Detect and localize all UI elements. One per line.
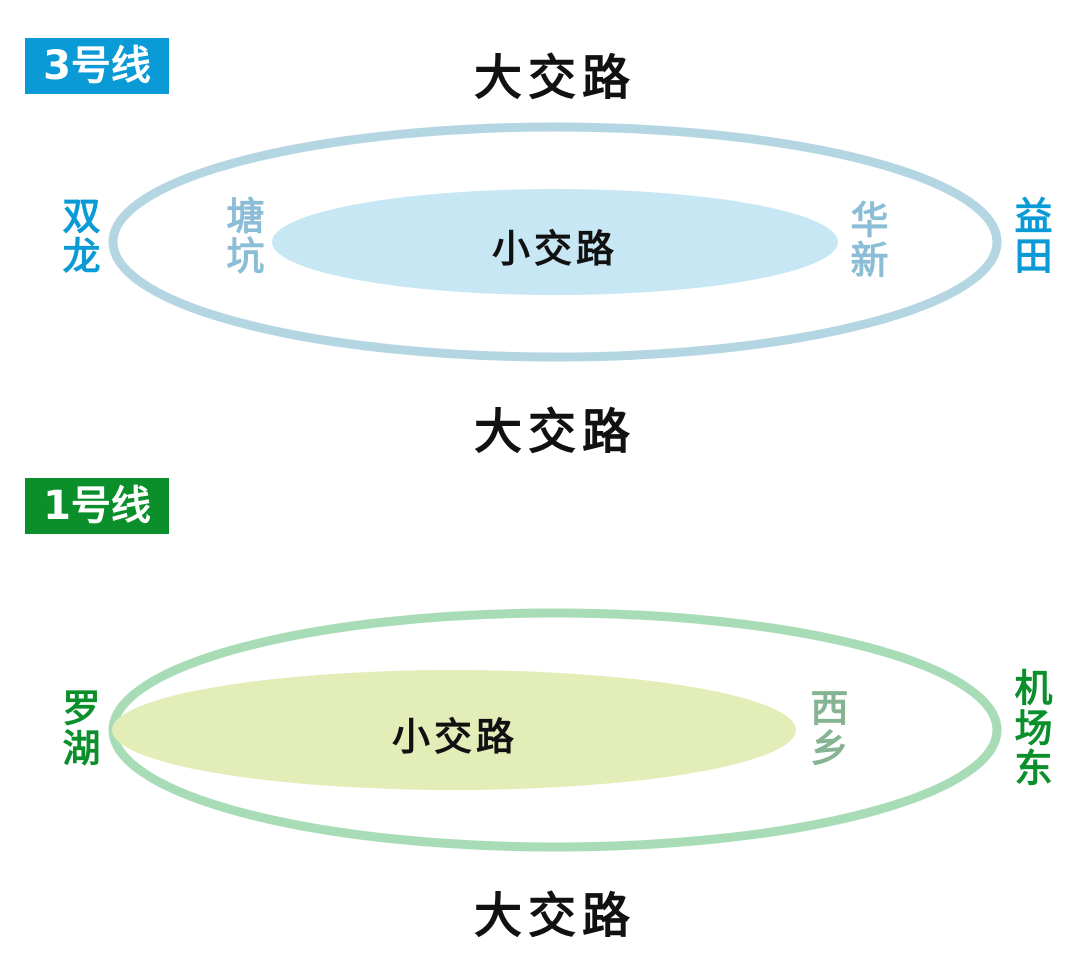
line3-station-huaxin: 华新 — [844, 200, 888, 280]
line3-station-tangkeng: 塘坑 — [220, 196, 264, 276]
line3-inner-route-label: 小交路 — [491, 227, 618, 271]
line1-station-xixiang: 西乡 — [804, 688, 848, 768]
line1-station-jichangdong: 机场东 — [1008, 668, 1052, 788]
line1-station-luohu: 罗湖 — [56, 688, 100, 768]
line1-inner-route-label: 小交路 — [391, 715, 518, 759]
line3-station-yitian: 益田 — [1008, 196, 1052, 276]
line1-short-route-area — [112, 670, 796, 790]
line1-bottom-route-label: 大交路 — [473, 888, 636, 944]
line3-short-route-area — [272, 189, 838, 295]
line3-full-route-ring — [108, 122, 1002, 362]
line3-bottom-route-label: 大交路 — [473, 404, 636, 460]
line3-top-route-label: 大交路 — [473, 50, 636, 106]
line3-badge: 3号线 — [25, 38, 169, 94]
line1-badge: 1号线 — [25, 478, 169, 534]
line3-station-shuanglong: 双龙 — [56, 196, 100, 276]
